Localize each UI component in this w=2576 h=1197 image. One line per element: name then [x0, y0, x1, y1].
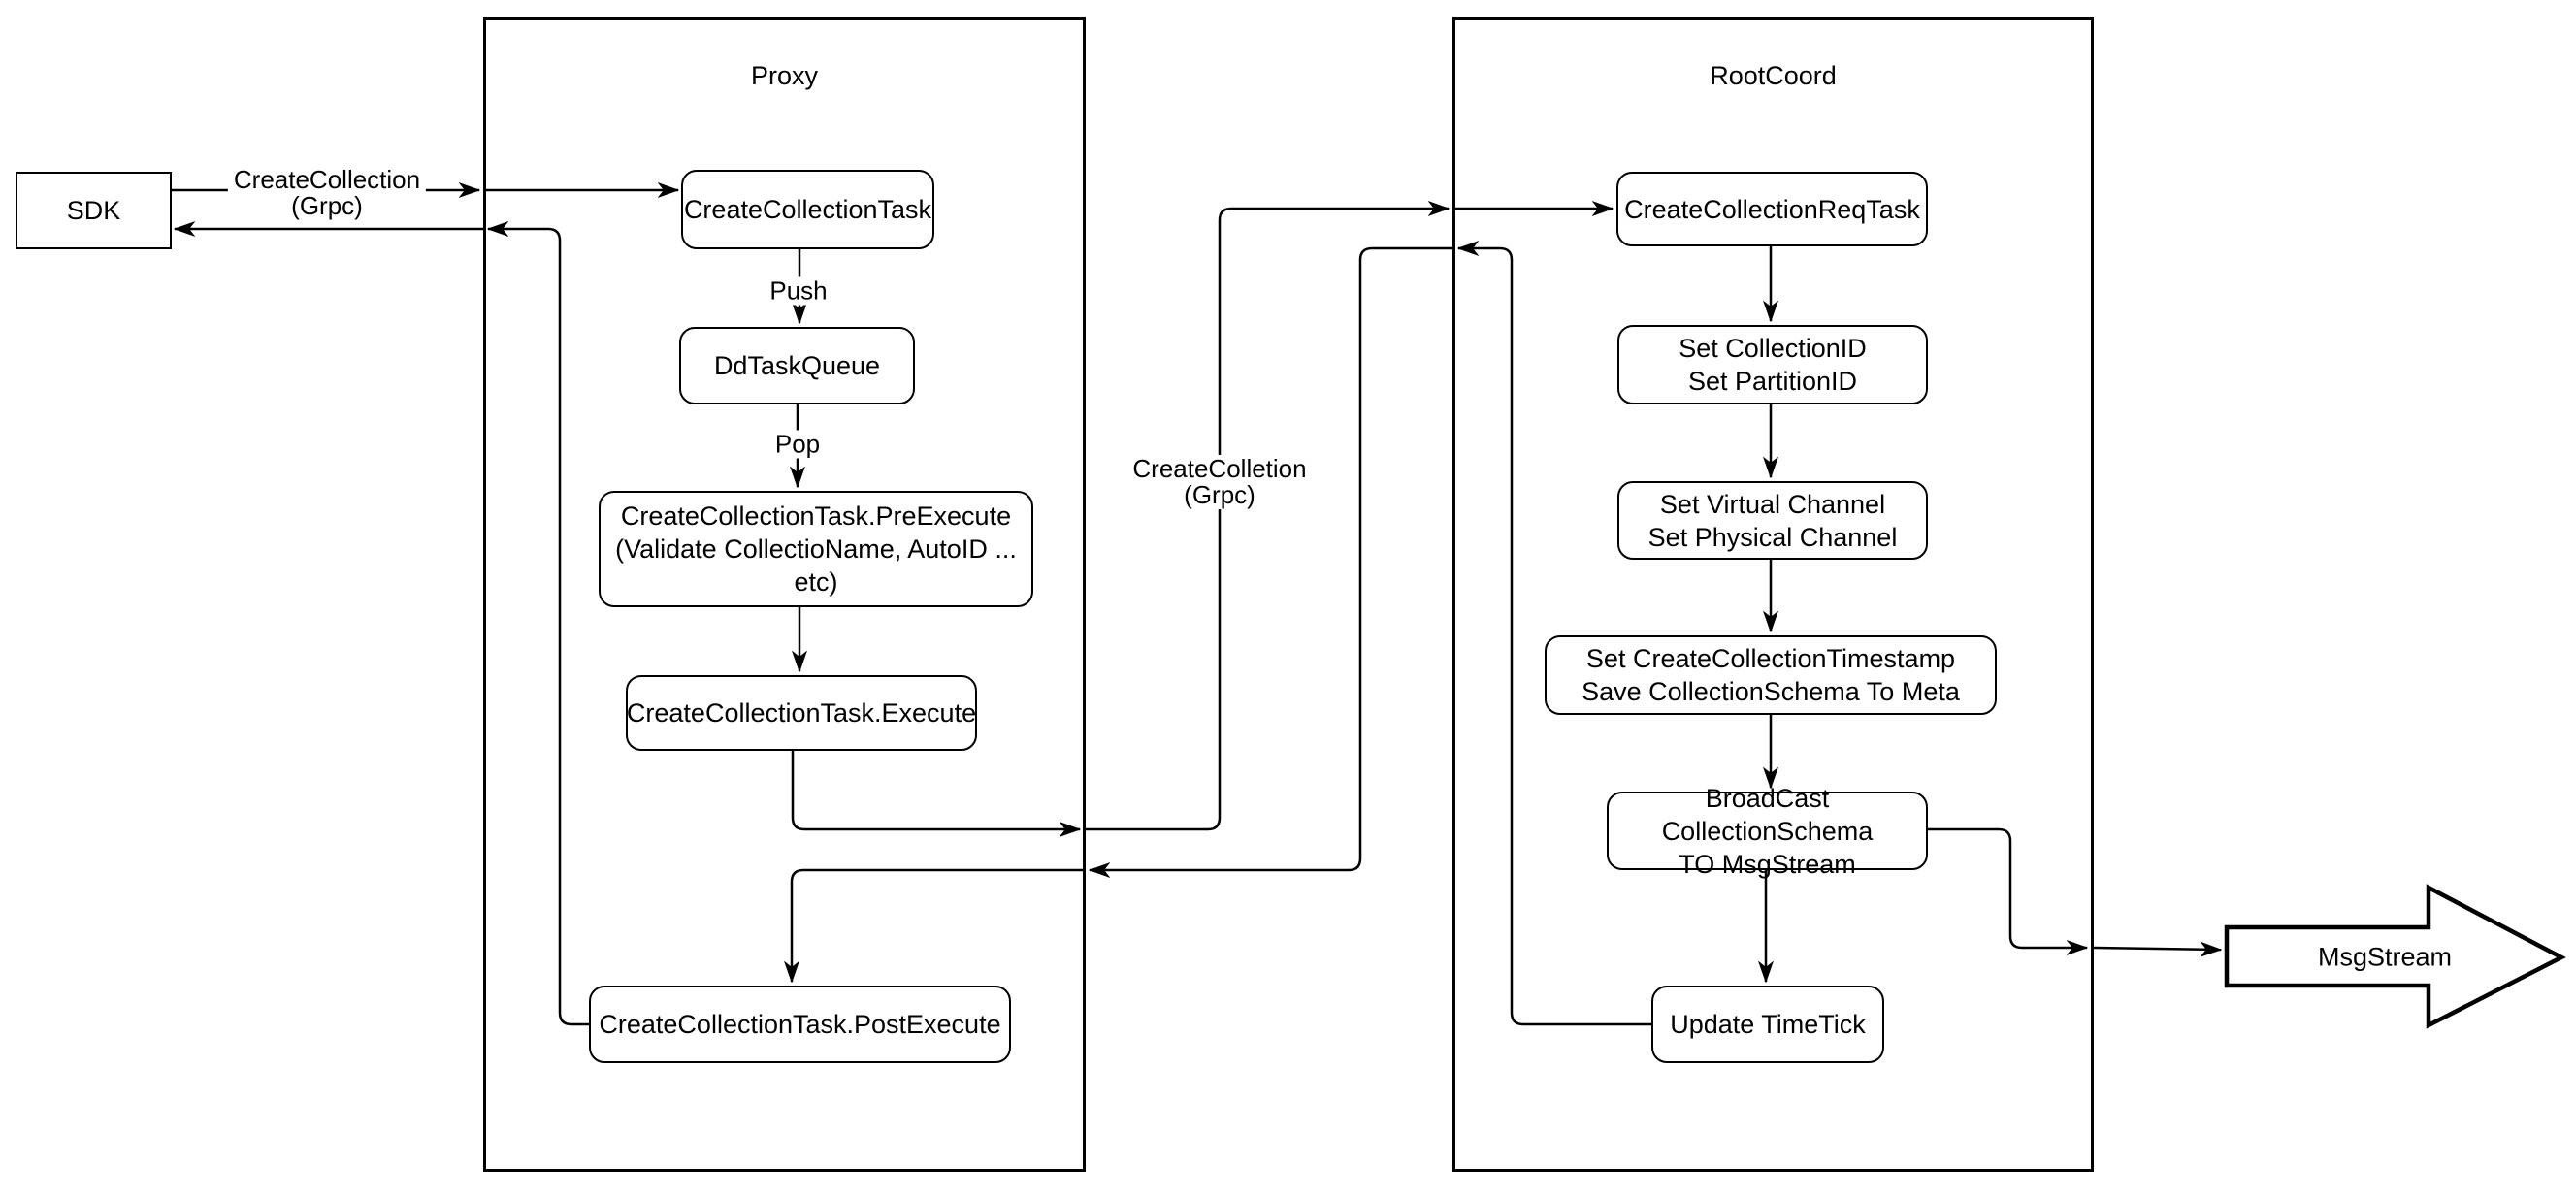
- msgstream-arrow-shape: [2224, 884, 2566, 1029]
- dd-task-queue-node: DdTaskQueue: [679, 327, 915, 404]
- edge-broadcast-to-rootcoord-border: [1928, 827, 2087, 948]
- execute-node: CreateCollectionTask.Execute: [626, 675, 977, 751]
- pop-edge-label: Pop: [768, 430, 827, 459]
- broadcast-schema-node: BroadCast CollectionSchema TO MsgStream: [1607, 784, 1928, 879]
- edge-postexecute-to-proxy-border: [488, 229, 589, 1026]
- push-edge-label: Push: [764, 276, 833, 306]
- proxy-grpc-edge-label: CreateColletion (Grpc): [1126, 455, 1313, 509]
- create-collection-req-task-node: CreateCollectionReqTask: [1616, 172, 1928, 246]
- edge-rootcoord-border-to-proxy-border: [1090, 246, 1452, 870]
- edge-execute-to-proxy-border: [791, 751, 1080, 829]
- edge-timetick-to-rootcoord-border: [1458, 248, 1651, 1026]
- proxy-title: Proxy: [750, 61, 819, 90]
- update-timetick-node: Update TimeTick: [1651, 986, 1884, 1063]
- set-channels-node: Set Virtual Channel Set Physical Channel: [1617, 481, 1928, 560]
- pre-execute-node: CreateCollectionTask.PreExecute (Validat…: [599, 491, 1033, 607]
- create-collection-task-node: CreateCollectionTask: [681, 170, 934, 249]
- edge-proxy-border-to-postexecute: [792, 868, 1084, 982]
- sdk-grpc-edge-label: CreateCollection (Grpc): [227, 166, 427, 220]
- edge-proxy-border-to-rootcoord-border: [1084, 209, 1449, 831]
- msgstream-label: MsgStream: [2317, 942, 2453, 972]
- proxy-container: Proxy: [483, 17, 1086, 1172]
- edge-rootcoord-border-to-msgstream: [2092, 948, 2221, 950]
- set-collection-partition-id-node: Set CollectionID Set PartitionID: [1617, 325, 1928, 404]
- set-timestamp-save-schema-node: Set CreateCollectionTimestamp Save Colle…: [1545, 635, 1997, 715]
- sdk-node: SDK: [16, 172, 172, 249]
- rootcoord-title: RootCoord: [1710, 61, 1837, 90]
- post-execute-node: CreateCollectionTask.PostExecute: [589, 986, 1011, 1063]
- rootcoord-container: RootCoord: [1452, 17, 2094, 1172]
